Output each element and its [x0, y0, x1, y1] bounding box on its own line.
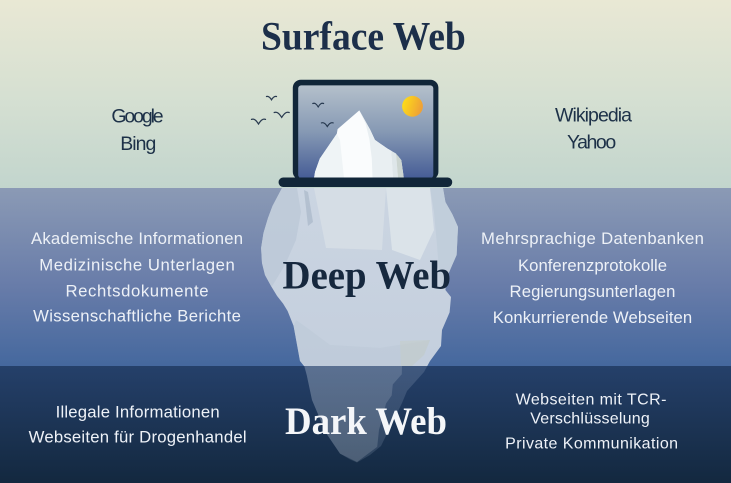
- svg-text:Konferenzprotokolle: Konferenzprotokolle: [518, 256, 667, 275]
- svg-text:Akademische Informationen: Akademische Informationen: [31, 229, 243, 248]
- svg-text:Medizinische Unterlagen: Medizinische Unterlagen: [39, 255, 235, 274]
- svg-text:Illegale Informationen: Illegale Informationen: [56, 403, 220, 422]
- svg-text:Regierungsunterlagen: Regierungsunterlagen: [510, 282, 676, 301]
- svg-text:Wissenschaftliche Berichte: Wissenschaftliche Berichte: [33, 307, 241, 326]
- svg-text:Google: Google: [111, 105, 163, 127]
- svg-text:Private Kommunikation: Private Kommunikation: [505, 435, 678, 452]
- svg-text:Konkurrierende Webseiten: Konkurrierende Webseiten: [493, 308, 692, 327]
- svg-text:Rechtsdokumente: Rechtsdokumente: [66, 281, 209, 300]
- svg-text:Dark Web: Dark Web: [285, 400, 447, 443]
- svg-text:Mehrsprachige Datenbanken: Mehrsprachige Datenbanken: [481, 229, 704, 248]
- svg-text:Webseiten für Drogenhandel: Webseiten für Drogenhandel: [29, 428, 247, 447]
- svg-text:Verschlüsselung: Verschlüsselung: [530, 411, 650, 428]
- svg-text:Wikipedia: Wikipedia: [555, 104, 632, 126]
- svg-text:Deep Web: Deep Web: [283, 252, 452, 297]
- svg-text:Yahoo: Yahoo: [567, 132, 616, 154]
- svg-text:Webseiten mit TCR-: Webseiten mit TCR-: [516, 392, 667, 409]
- svg-text:Bing: Bing: [120, 133, 156, 155]
- svg-text:Surface Web: Surface Web: [261, 14, 466, 59]
